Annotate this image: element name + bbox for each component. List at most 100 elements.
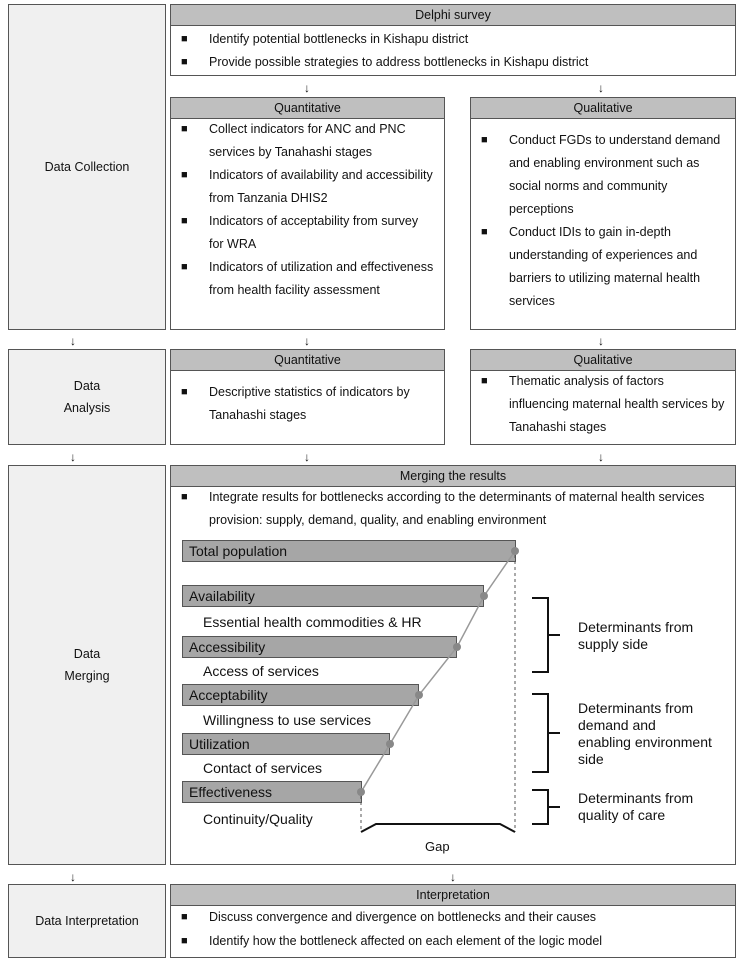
bullet-square-icon: ■ xyxy=(181,386,188,398)
determinant-line: supply side xyxy=(578,636,649,652)
down-arrow-icon: ↓ xyxy=(70,870,76,884)
bar-label: Acceptability xyxy=(189,687,268,703)
bullet-item: ■ Integrate results for bottlenecks acco… xyxy=(181,486,727,532)
bullet-item: ■ Conduct FGDs to understand demand and … xyxy=(481,129,727,221)
bullet-square-icon: ■ xyxy=(181,911,188,923)
stage-data-interpretation: Data Interpretation xyxy=(8,884,166,958)
bullet-text: Conduct FGDs to understand demand and en… xyxy=(509,133,721,216)
down-arrow-icon: ↓ xyxy=(598,334,604,348)
bullet-text: Integrate results for bottlenecks accord… xyxy=(209,490,705,527)
bullet-text: Indicators of acceptability from survey … xyxy=(209,214,419,251)
bullet-square-icon: ■ xyxy=(181,215,188,227)
bullet-item: ■ Collect indicators for ANC and PNC ser… xyxy=(181,118,436,164)
bullet-text: Indicators of availability and accessibi… xyxy=(209,168,433,205)
bullet-item: ■ Provide possible strategies to address… xyxy=(181,51,727,74)
bullet-item: ■ Descriptive statistics of indicators b… xyxy=(181,381,436,427)
bullet-square-icon: ■ xyxy=(481,226,488,238)
analysis-quantitative-title: Quantitative xyxy=(171,350,444,371)
determinant-quality: Determinants from quality of care xyxy=(578,790,693,824)
bullet-square-icon: ■ xyxy=(181,261,188,273)
stage-label: Data Collection xyxy=(44,160,130,174)
bullet-text: Conduct IDIs to gain in-depth understand… xyxy=(509,225,701,308)
bullet-square-icon: ■ xyxy=(481,375,488,387)
collection-qualitative-box: Qualitative ■ Conduct FGDs to understand… xyxy=(470,97,736,330)
bullet-text: Provide possible strategies to address b… xyxy=(209,55,589,69)
bullet-text: Identify potential bottlenecks in Kishap… xyxy=(209,32,469,46)
collection-qualitative-title: Qualitative xyxy=(471,98,735,119)
interpretation-box: Interpretation ■ Discuss convergence and… xyxy=(170,884,736,958)
bar-sublabel: Continuity/Quality xyxy=(203,811,313,827)
down-arrow-icon: ↓ xyxy=(304,81,310,95)
down-arrow-icon: ↓ xyxy=(70,334,76,348)
bullet-item: ■ Indicators of acceptability from surve… xyxy=(181,210,436,256)
collection-quantitative-title: Quantitative xyxy=(171,98,444,119)
determinant-line: demand and xyxy=(578,717,656,733)
bar-sublabel: Contact of services xyxy=(203,760,323,776)
stage-data-merging: Data Merging xyxy=(8,465,166,865)
bullet-square-icon: ■ xyxy=(181,33,188,45)
bar-label: Utilization xyxy=(189,736,250,752)
bullet-text: Discuss convergence and divergence on bo… xyxy=(209,910,597,924)
bar-sublabel: Access of services xyxy=(203,663,319,679)
analysis-qualitative-title: Qualitative xyxy=(471,350,735,371)
bullet-square-icon: ■ xyxy=(181,56,188,68)
bullet-square-icon: ■ xyxy=(181,935,188,947)
down-arrow-icon: ↓ xyxy=(304,334,310,348)
bullet-item: ■ Identify how the bottleneck affected o… xyxy=(181,930,727,953)
bullet-square-icon: ■ xyxy=(181,123,188,135)
delphi-survey-box: Delphi survey ■ Identify potential bottl… xyxy=(170,4,736,76)
bullet-text: Collect indicators for ANC and PNC servi… xyxy=(209,122,406,159)
gap-label: Gap xyxy=(425,839,450,854)
interpretation-title: Interpretation xyxy=(171,885,735,906)
bullet-text: Descriptive statistics of indicators by … xyxy=(209,385,410,422)
determinant-line: enabling environment xyxy=(578,734,712,750)
determinant-line: quality of care xyxy=(578,807,666,823)
determinant-line: side xyxy=(578,751,604,767)
delphi-survey-title: Delphi survey xyxy=(171,5,735,26)
bullet-square-icon: ■ xyxy=(181,491,188,503)
determinant-demand: Determinants from demand and enabling en… xyxy=(578,700,712,768)
stage-data-collection: Data Collection xyxy=(8,4,166,330)
bar-label: Total population xyxy=(189,543,288,559)
determinant-line: Determinants from xyxy=(578,700,694,716)
stage-label: Data Interpretation xyxy=(35,914,139,928)
stage-label-line1: Data xyxy=(73,379,101,393)
bullet-square-icon: ■ xyxy=(481,134,488,146)
bar-effectiveness: Effectiveness xyxy=(182,781,362,803)
stage-label-line2: Merging xyxy=(64,669,110,683)
bar-label: Effectiveness xyxy=(189,784,273,800)
down-arrow-icon: ↓ xyxy=(450,870,456,884)
bullet-item: ■ Indicators of availability and accessi… xyxy=(181,164,436,210)
merging-results-title: Merging the results xyxy=(171,466,735,487)
down-arrow-icon: ↓ xyxy=(598,81,604,95)
bullet-text: Indicators of utilization and effectiven… xyxy=(209,260,434,297)
stage-label-line2: Analysis xyxy=(63,401,111,415)
down-arrow-icon: ↓ xyxy=(70,450,76,464)
bullet-item: ■ Thematic analysis of factors influenci… xyxy=(481,370,727,439)
bar-accessibility: Accessibility xyxy=(182,636,457,658)
determinant-line: Determinants from xyxy=(578,790,694,806)
bullet-text: Thematic analysis of factors influencing… xyxy=(509,374,725,434)
bullet-text: Identify how the bottleneck affected on … xyxy=(209,934,603,948)
determinant-supply: Determinants from supply side xyxy=(578,619,693,653)
stage-data-analysis: Data Analysis xyxy=(8,349,166,445)
bullet-item: ■ Conduct IDIs to gain in-depth understa… xyxy=(481,221,727,313)
bullet-item: ■ Discuss convergence and divergence on … xyxy=(181,906,727,929)
collection-quantitative-box: Quantitative ■ Collect indicators for AN… xyxy=(170,97,445,330)
bar-sublabel: Essential health commodities & HR xyxy=(203,614,422,630)
bar-total-population: Total population xyxy=(182,540,516,562)
analysis-qualitative-box: Qualitative ■ Thematic analysis of facto… xyxy=(470,349,736,445)
bar-availability: Availability xyxy=(182,585,484,607)
stage-label-line1: Data xyxy=(73,647,101,661)
bar-label: Availability xyxy=(189,588,255,604)
bar-utilization: Utilization xyxy=(182,733,390,755)
determinant-line: Determinants from xyxy=(578,619,694,635)
bullet-square-icon: ■ xyxy=(181,169,188,181)
analysis-quantitative-box: Quantitative ■ Descriptive statistics of… xyxy=(170,349,445,445)
bar-sublabel: Willingness to use services xyxy=(203,712,372,728)
down-arrow-icon: ↓ xyxy=(598,450,604,464)
bullet-item: ■ Indicators of utilization and effectiv… xyxy=(181,256,436,302)
bullet-item: ■ Identify potential bottlenecks in Kish… xyxy=(181,28,727,51)
down-arrow-icon: ↓ xyxy=(304,450,310,464)
bar-label: Accessibility xyxy=(189,639,266,655)
